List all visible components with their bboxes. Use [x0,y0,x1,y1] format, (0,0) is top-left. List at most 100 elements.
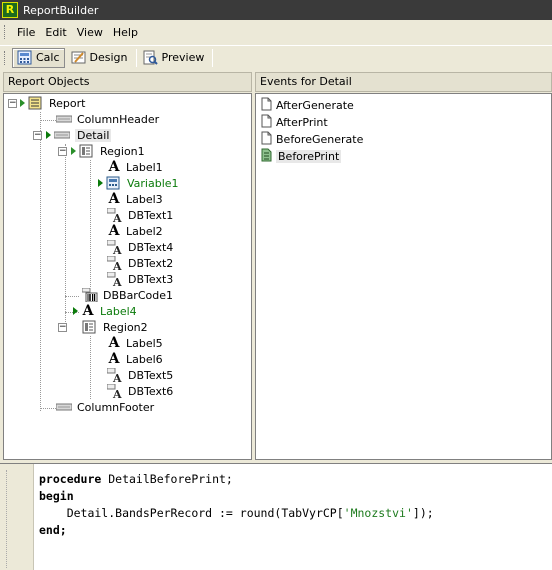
event-label: AfterGenerate [276,98,354,112]
calc-icon [17,50,32,65]
event-item-before-generate[interactable]: BeforeGenerate [261,131,363,147]
menu-edit[interactable]: Edit [45,25,67,39]
tree-node-label: Label6 [126,352,163,366]
tree-node-label: Detail [75,128,112,142]
tree-node-label: DBText6 [128,384,174,398]
tree-line [90,160,91,287]
collapse-toggle[interactable]: − [58,146,67,156]
tree-node-label: Variable1 [127,176,179,190]
events-list[interactable]: AfterGenerate AfterPrint BeforeGenerate … [255,93,552,460]
tree-node-label: DBText1 [128,208,174,222]
db-text-icon: A [106,383,123,401]
tree-node-dbtext[interactable]: A DBText2 [106,255,173,273]
event-item-before-print[interactable]: BeforePrint [261,148,342,164]
toolbar-grip [4,50,7,65]
tree-node-label: Report [49,96,86,110]
code-keyword: end; [39,523,67,537]
code-editor[interactable]: procedure DetailBeforePrint; begin Detai… [0,463,552,570]
tree-node-dbtext[interactable]: A DBText5 [106,367,173,385]
band-icon [55,400,73,414]
tree-node-detail[interactable]: Detail [46,127,112,143]
code-line-4: end; [39,523,67,537]
tree-node-column-header[interactable]: ColumnHeader [55,111,160,127]
tree-line [90,336,91,399]
tree-line [65,296,79,297]
tree-node-column-footer[interactable]: ColumnFooter [55,399,154,415]
svg-text:A: A [112,372,122,382]
svg-text:A: A [112,244,122,254]
play-icon [73,307,78,315]
tree-node-dbtext[interactable]: A DBText4 [106,239,173,257]
db-text-icon: A [106,255,123,273]
tree-node-variable[interactable]: Variable1 [98,175,179,191]
code-text: Detail.BandsPerRecord := round(TabVyrCP[ [39,506,344,520]
tree-node-label: Region1 [100,144,145,158]
menu-bar: File Edit View Help [0,22,552,42]
db-text-icon: A [106,271,123,289]
db-text-icon: A [106,207,123,225]
tree-node-label-component[interactable]: A Label5 [107,335,163,351]
report-icon [28,96,44,110]
tree-node-label-component[interactable]: A Label2 [107,223,163,239]
band-icon [53,128,71,142]
db-text-icon: A [106,239,123,257]
editor-gutter [0,464,34,570]
code-keyword: procedure [39,472,102,486]
tree-node-label-component[interactable]: A Label6 [107,351,163,367]
tree-node-label-component[interactable]: A Label1 [107,159,163,175]
play-icon [98,179,103,187]
barcode-icon [81,287,98,303]
preview-icon [143,50,158,65]
code-text: ]); [412,506,434,520]
tree-node-dbtext[interactable]: A DBText3 [106,271,174,289]
play-icon [20,99,25,107]
tree-line [40,408,56,409]
svg-text:A: A [112,212,122,222]
text-label-icon: A [108,335,120,351]
calc-tab-button[interactable]: Calc [12,47,65,68]
region-icon [79,144,95,158]
event-item-after-generate[interactable]: AfterGenerate [261,97,354,113]
toolbar-separator [135,48,137,67]
collapse-toggle[interactable]: − [58,322,67,332]
tree-line [65,312,79,313]
tree-node-region1[interactable]: Region1 [71,143,145,159]
event-item-after-print[interactable]: AfterPrint [261,114,328,130]
title-bar: R ReportBuilder [0,0,552,20]
collapse-toggle[interactable]: − [8,98,17,108]
menu-file[interactable]: File [17,25,36,39]
menu-help[interactable]: Help [112,25,138,39]
menu-view[interactable]: View [76,25,103,39]
preview-tab-button[interactable]: Preview [139,48,209,68]
report-objects-panel: Report Objects − Report ColumnHeader [3,72,252,460]
tree-node-dbtext[interactable]: A DBText1 [106,207,174,225]
calc-tab-label: Calc [36,51,60,64]
tree-line [40,112,41,411]
design-tab-button[interactable]: Design [67,48,132,68]
report-objects-tree[interactable]: − Report ColumnHeader − Detail − [3,93,252,460]
tree-node-label: DBText3 [128,272,174,286]
menu-grip [4,25,7,39]
tree-node-label4[interactable]: A Label4 [73,303,137,319]
toolbar-separator-end [212,48,214,67]
tree-node-report[interactable]: Report [20,95,85,111]
tree-node-label: Region2 [103,320,148,334]
tree-node-label: Label1 [126,160,163,174]
code-line-1: procedure DetailBeforePrint; [39,472,233,486]
tree-node-region2[interactable]: Region2 [82,319,148,335]
design-tab-label: Design [89,51,128,64]
variable-icon [106,176,122,190]
tree-node-label-component[interactable]: A Label3 [107,191,163,207]
text-label-icon: A [108,191,120,207]
region-icon [82,320,98,334]
tree-node-label: ColumnHeader [77,112,160,126]
tree-node-label: DBBarCode1 [103,288,173,302]
tree-node-dbtext[interactable]: A DBText6 [106,383,174,401]
tree-node-dbbarcode[interactable]: DBBarCode1 [81,287,173,303]
document-icon [261,114,272,131]
collapse-toggle[interactable]: − [33,130,42,140]
toolbar: Calc Design Preview [0,45,552,69]
tree-line [40,120,56,121]
design-icon [71,50,86,65]
tree-node-label: Label5 [126,336,163,350]
